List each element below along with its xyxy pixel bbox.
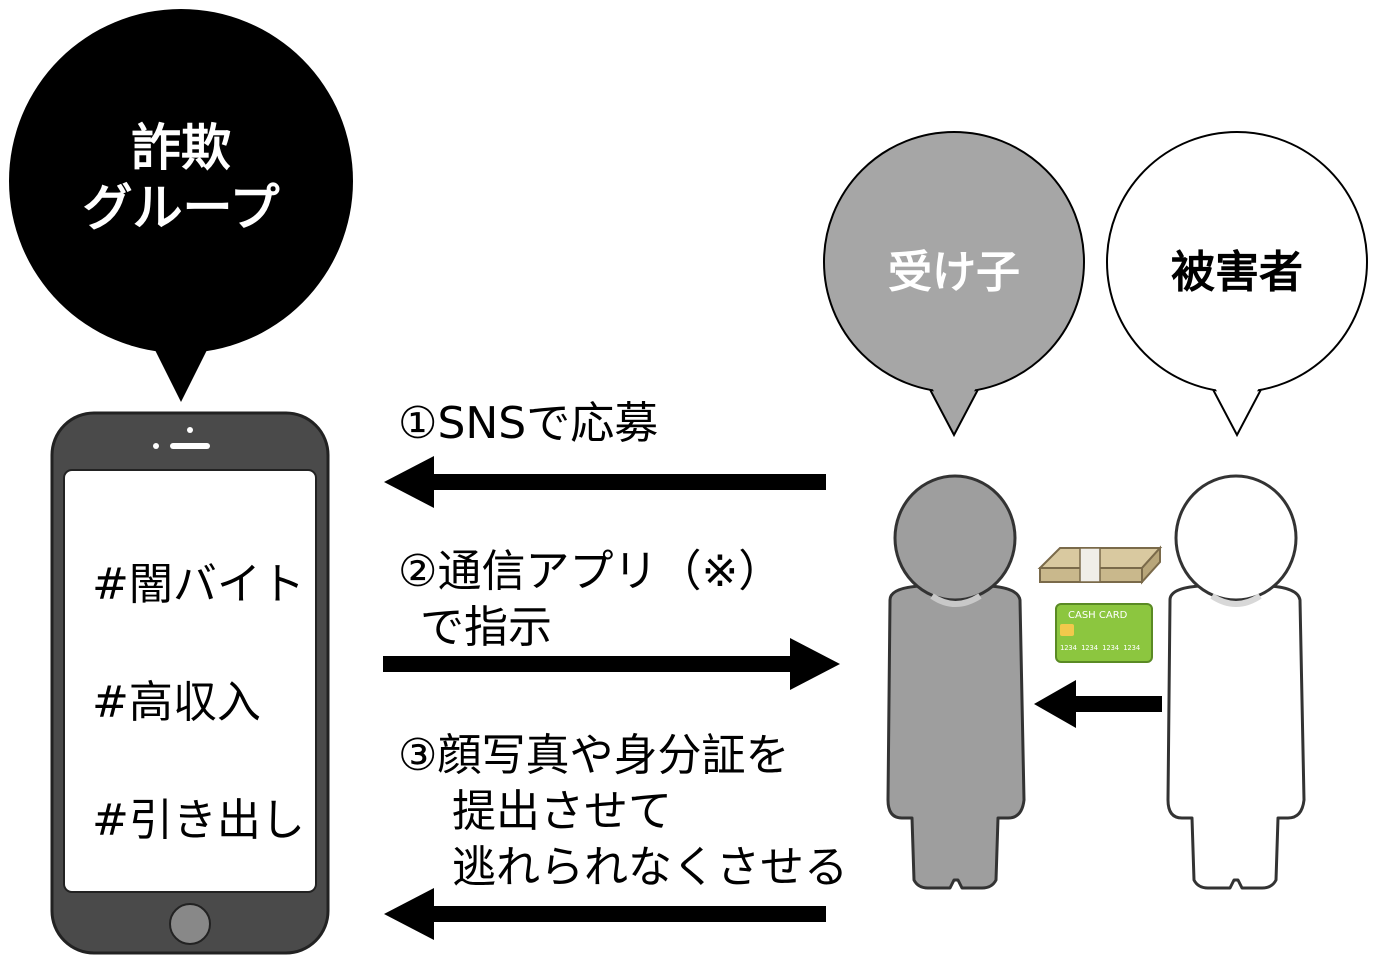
receiver-label: 受け子 xyxy=(888,247,1020,298)
arrow-step1 xyxy=(384,456,826,508)
arrow-handover xyxy=(1034,680,1162,728)
receiver-bubble xyxy=(823,131,1085,438)
step3-line1: ③顔写真や身分証を xyxy=(398,730,790,781)
smartphone xyxy=(50,411,330,955)
victim-label: 被害者 xyxy=(1171,247,1303,298)
victim-figure xyxy=(1166,474,1306,890)
step2-line1: ②通信アプリ（※） xyxy=(398,546,783,597)
receiver-figure xyxy=(886,474,1026,890)
fraud-group-line1: 詐欺 xyxy=(131,119,231,177)
step3-line2: 提出させて xyxy=(452,786,672,837)
step1-label: ①SNSで応募 xyxy=(398,398,659,449)
card-number: 1234 1234 1234 1234 xyxy=(1060,644,1140,652)
arrow-step3 xyxy=(384,888,826,940)
fraud-group-bubble xyxy=(9,9,353,402)
cash-bundle-icon xyxy=(1037,545,1163,585)
cash-card-icon: CASH CARD 1234 1234 1234 1234 xyxy=(1055,603,1153,663)
phone-tag-1: #闇バイト xyxy=(92,559,305,610)
card-label: CASH CARD xyxy=(1068,610,1128,621)
arrow-step2 xyxy=(383,638,840,690)
phone-tag-3: #引き出し xyxy=(92,795,305,846)
step2-line2: で指示 xyxy=(420,602,552,653)
fraud-group-title: 詐欺 グループ xyxy=(61,118,301,238)
fraud-group-line2: グループ xyxy=(82,179,280,237)
step3-line3: 逃れられなくさせる xyxy=(452,842,848,893)
victim-bubble xyxy=(1106,131,1368,438)
phone-tag-2: #高収入 xyxy=(92,677,261,728)
